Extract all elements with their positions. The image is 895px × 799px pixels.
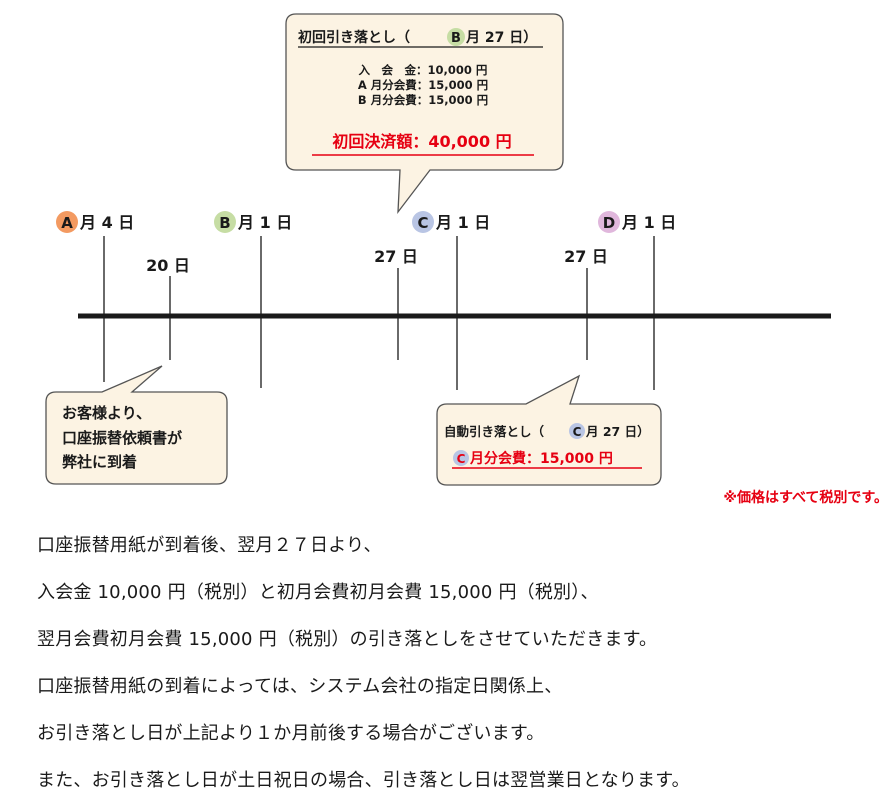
auto-debit-callout: [436, 374, 662, 486]
first-debit-total: 初回決済額：40,000 円: [332, 132, 511, 151]
customer-callout: [45, 365, 228, 485]
first-debit-callout: [285, 13, 564, 215]
customer-callout-line-1: お客様より、: [62, 404, 151, 422]
first-debit-line-3: B 月分会費：15,000 円: [358, 93, 488, 107]
marker-b-letter: B: [219, 214, 230, 232]
marker-d-date: 月 1 日: [621, 213, 676, 232]
marker-a-date: 月 4 日: [79, 213, 134, 232]
marker-c-date: 月 1 日: [435, 213, 490, 232]
first-debit-title-pre: 初回引き落とし（: [298, 29, 410, 46]
auto-debit-amount-badge: [453, 450, 469, 466]
first-debit-line-2: A 月分会費：15,000 円: [358, 78, 488, 92]
first-debit-title-letter: B: [451, 31, 461, 46]
body-line-2: 入会金 10,000 円（税別）と初月会費初月会費 15,000 円（税別）、: [37, 582, 599, 603]
body-line-6: また、お引き落とし日が土日祝日の場合、引き落とし日は翌営業日となります。: [37, 770, 690, 791]
auto-debit-amount: 月分会費：15,000 円: [469, 450, 613, 467]
day-label-20: 20 日: [146, 256, 190, 275]
customer-callout-line-2: 口座振替依頼書が: [62, 429, 183, 447]
body-line-4: 口座振替用紙の到着によっては、システム会社の指定日関係上、: [37, 676, 563, 697]
first-debit-line-1: 入 会 金：10,000 円: [359, 63, 488, 77]
tax-note: ※価格はすべて税別です。: [723, 489, 888, 506]
day-label-27-second: 27 日: [564, 247, 608, 266]
marker-d-circle: [598, 211, 620, 233]
payment-timeline-diagram: 初回引き落とし（ B 月 27 日） 入 会 金：10,000 円 A 月分会費…: [45, 13, 888, 506]
marker-c-circle: [412, 211, 434, 233]
customer-callout-line-3: 弊社に到着: [62, 453, 137, 471]
badge-b-circle: [447, 28, 465, 46]
auto-debit-title-badge: [569, 423, 585, 439]
marker-c-letter: C: [417, 214, 428, 232]
body-line-3: 翌月会費初月会費 15,000 円（税別）の引き落としをさせていただきます。: [37, 629, 658, 650]
auto-debit-title-letter: C: [573, 425, 582, 439]
body-line-1: 口座振替用紙が到着後、翌月２７日より、: [37, 535, 382, 556]
auto-debit-title-post: 月 27 日）: [585, 424, 650, 439]
auto-debit-amount-letter: C: [457, 452, 466, 466]
marker-a-circle: [56, 211, 78, 233]
auto-debit-title-pre: 自動引き落とし（: [444, 424, 545, 439]
first-debit-title-post: 月 27 日）: [465, 30, 537, 46]
marker-b-circle: [214, 211, 236, 233]
marker-d-letter: D: [603, 214, 615, 232]
day-label-27-first: 27 日: [374, 247, 418, 266]
body-line-5: お引き落とし日が上記より１か月前後する場合がございます。: [37, 723, 545, 744]
marker-a-letter: A: [61, 214, 73, 232]
marker-b-date: 月 1 日: [237, 213, 292, 232]
